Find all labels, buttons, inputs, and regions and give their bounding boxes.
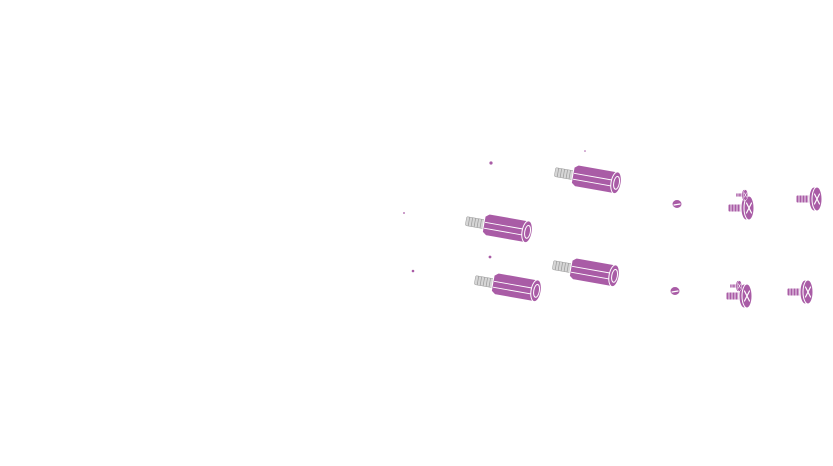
hex-standoff-2 <box>463 209 535 244</box>
hex-standoff-3 <box>550 253 622 288</box>
hex-nut-2 <box>669 285 681 297</box>
speck-2 <box>584 150 586 152</box>
speck-4 <box>488 255 492 259</box>
phillips-screw-1 <box>727 195 755 221</box>
hex-standoff-4 <box>472 268 544 303</box>
speck-1 <box>489 161 493 165</box>
speck-5 <box>411 269 415 273</box>
speck-3 <box>403 212 405 214</box>
hex-standoff-1 <box>552 160 624 195</box>
phillips-screw-2 <box>795 186 823 212</box>
hex-nut-1 <box>671 198 683 210</box>
phillips-screw-4 <box>786 279 814 305</box>
parts-layer <box>403 150 823 309</box>
phillips-screw-5 <box>735 189 748 201</box>
phillips-screw-6 <box>729 280 742 292</box>
